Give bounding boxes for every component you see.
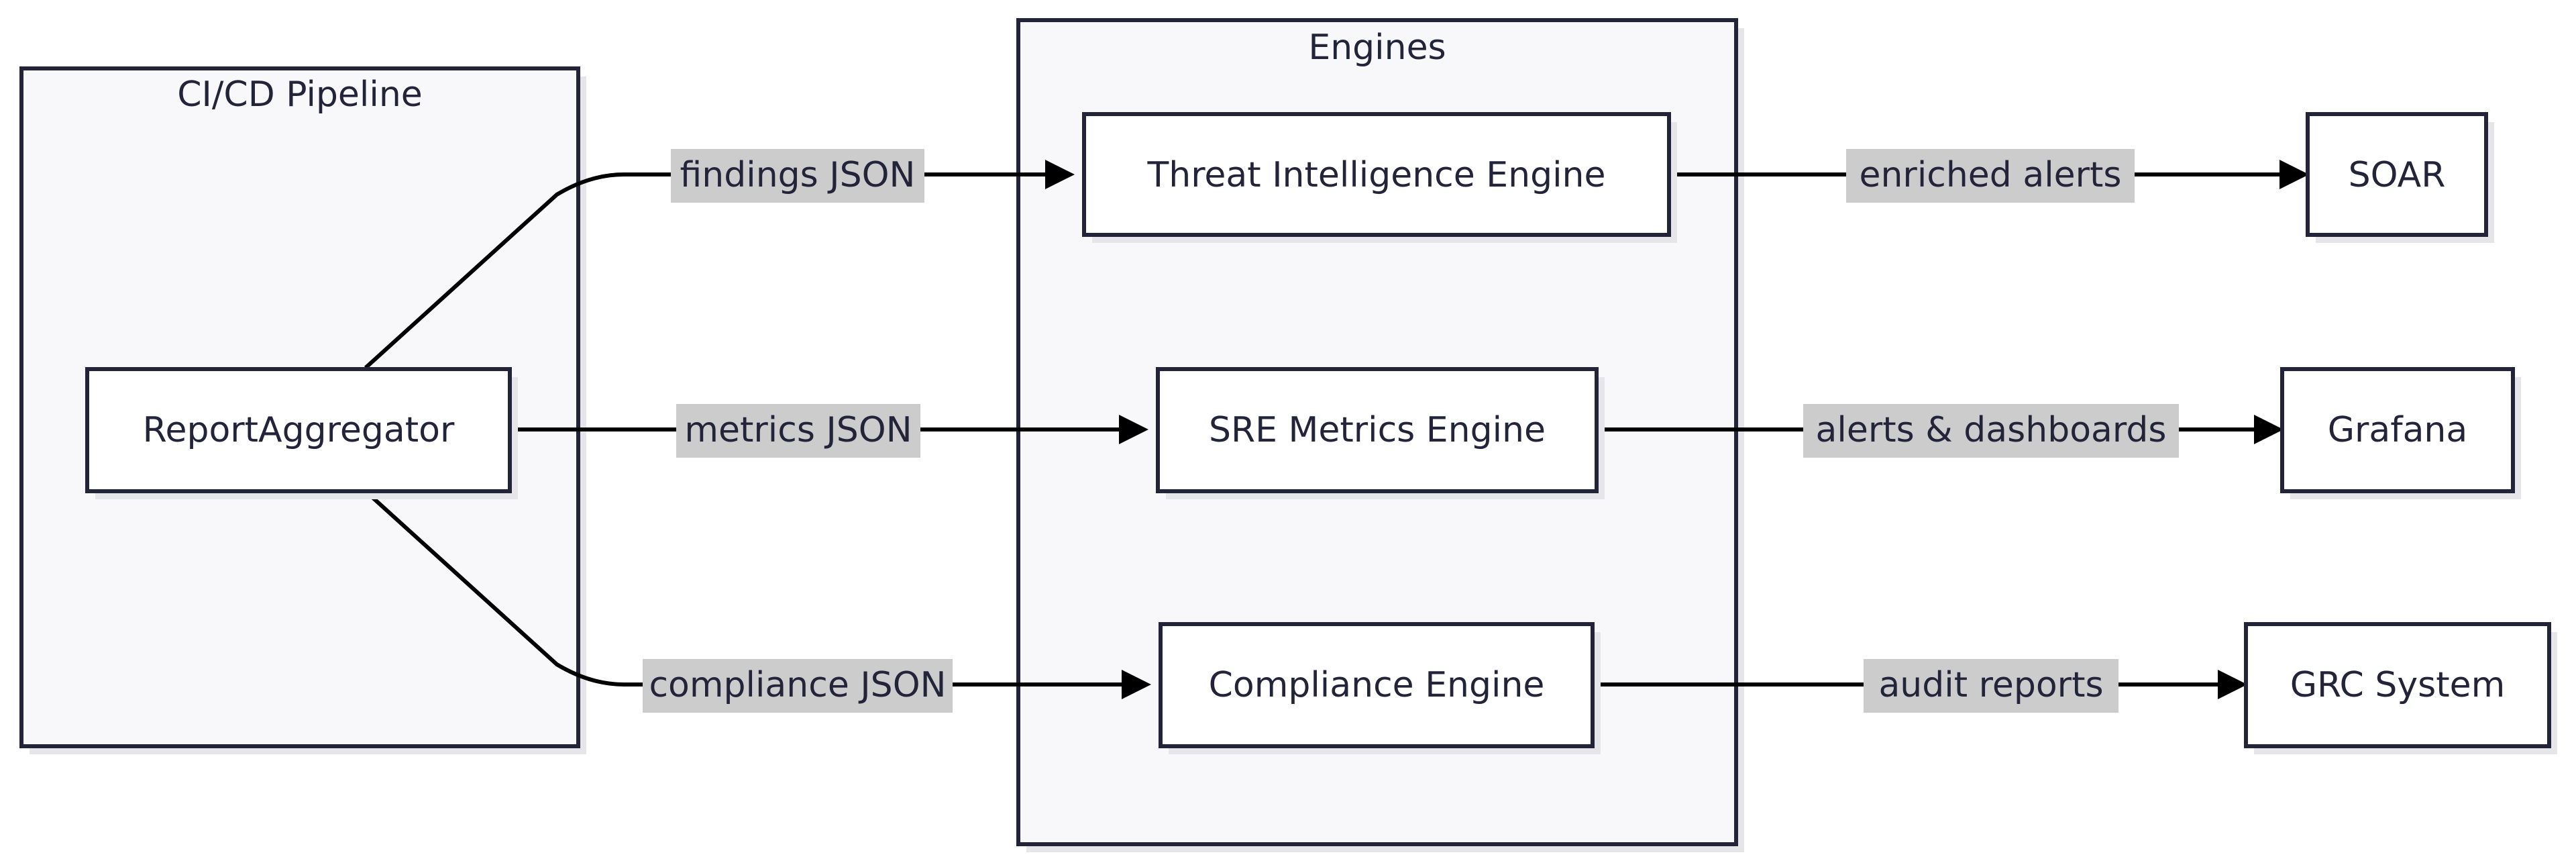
edge-findings-arrowhead <box>1045 160 1075 189</box>
svg-text:metrics JSON: metrics JSON <box>684 410 912 450</box>
svg-text:audit reports: audit reports <box>1878 665 2103 705</box>
edge-label-enriched: enriched alerts <box>1846 149 2135 203</box>
node-report-aggregator[interactable]: ReportAggregator <box>85 367 518 499</box>
svg-text:enriched alerts: enriched alerts <box>1859 155 2121 195</box>
edge-label-compliance: compliance JSON <box>643 659 953 713</box>
edge-label-alerts: alerts & dashboards <box>1803 404 2179 458</box>
edge-enriched-arrowhead <box>2279 160 2309 189</box>
edge-audit-arrowhead <box>2218 670 2247 699</box>
node-threat-intelligence-engine[interactable]: Threat Intelligence Engine <box>1082 112 1677 243</box>
node-sre-metrics-engine[interactable]: SRE Metrics Engine <box>1156 367 1605 499</box>
edge-label-audit: audit reports <box>1864 659 2118 713</box>
cluster-title-cicd: CI/CD Pipeline <box>177 74 423 115</box>
node-label: ReportAggregator <box>143 410 455 450</box>
node-label: Threat Intelligence Engine <box>1146 155 1605 195</box>
node-compliance-engine[interactable]: Compliance Engine <box>1159 622 1601 754</box>
cluster-title-engines: Engines <box>1308 28 1446 68</box>
edge-labels: findings JSON metrics JSON compliance JS… <box>643 149 2179 713</box>
svg-text:alerts & dashboards: alerts & dashboards <box>1816 410 2167 450</box>
node-label: GRC System <box>2290 665 2506 705</box>
edge-label-metrics: metrics JSON <box>676 404 920 458</box>
node-label: SOAR <box>2349 155 2446 195</box>
node-label: Grafana <box>2328 410 2468 450</box>
node-grc-system[interactable]: GRC System <box>2244 622 2557 754</box>
edge-compliance-arrowhead <box>1122 670 1151 699</box>
svg-text:findings JSON: findings JSON <box>680 155 916 195</box>
node-label: SRE Metrics Engine <box>1209 410 1546 450</box>
edge-compliance <box>364 489 1122 687</box>
node-grafana[interactable]: Grafana <box>2280 367 2521 499</box>
node-label: Compliance Engine <box>1209 665 1545 705</box>
edge-alerts-arrowhead <box>2254 415 2284 444</box>
node-soar[interactable]: SOAR <box>2306 112 2494 243</box>
edge-metrics-arrowhead <box>1119 415 1148 444</box>
svg-text:compliance JSON: compliance JSON <box>649 665 946 705</box>
edge-findings <box>364 172 1045 370</box>
edge-label-findings: findings JSON <box>671 149 924 203</box>
